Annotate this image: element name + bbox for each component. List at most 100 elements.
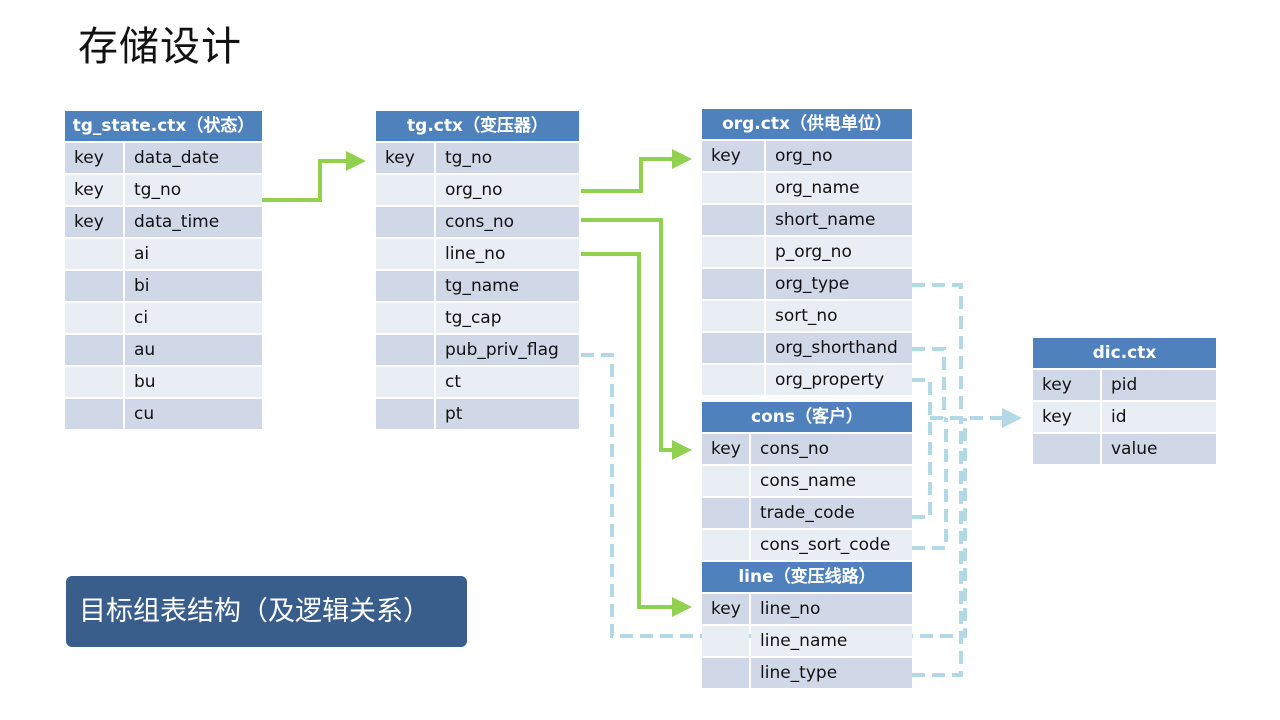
field-cell: tg_name bbox=[436, 271, 579, 301]
key-cell bbox=[702, 173, 764, 203]
key-cell bbox=[65, 335, 123, 365]
key-cell bbox=[376, 207, 434, 237]
table-row: cons_no bbox=[376, 207, 579, 237]
key-cell bbox=[702, 237, 764, 267]
table-row: pub_priv_flag bbox=[376, 335, 579, 365]
link-tg-cons-no-to-cons bbox=[581, 218, 692, 460]
table-row: line_type bbox=[702, 658, 912, 688]
table-header: dic.ctx bbox=[1033, 338, 1216, 368]
link-tg-org-no-to-org bbox=[581, 149, 692, 193]
key-cell: key bbox=[376, 143, 434, 173]
key-cell bbox=[702, 205, 764, 235]
field-cell: tg_no bbox=[125, 175, 262, 205]
link-tg-line-no-to-line bbox=[581, 252, 692, 617]
field-cell: cons_no bbox=[751, 434, 912, 464]
key-cell: key bbox=[1033, 402, 1100, 432]
key-cell bbox=[376, 303, 434, 333]
key-cell bbox=[65, 271, 123, 301]
field-cell: data_date bbox=[125, 143, 262, 173]
field-cell: org_no bbox=[436, 175, 579, 205]
field-cell: pt bbox=[436, 399, 579, 429]
key-cell bbox=[702, 333, 764, 363]
field-cell: id bbox=[1102, 402, 1216, 432]
key-cell bbox=[702, 658, 749, 688]
table-row: au bbox=[65, 335, 262, 365]
key-cell bbox=[1033, 434, 1100, 464]
table-row: bi bbox=[65, 271, 262, 301]
table-row: org_no bbox=[376, 175, 579, 205]
table-header: org.ctx（供电单位） bbox=[702, 109, 912, 139]
table-row: pt bbox=[376, 399, 579, 429]
field-cell: org_shorthand bbox=[766, 333, 912, 363]
key-cell bbox=[702, 301, 764, 331]
table-row: ci bbox=[65, 303, 262, 333]
table-row: cu bbox=[65, 399, 262, 429]
key-cell: key bbox=[1033, 370, 1100, 400]
link-org-shorthand-to-dic bbox=[912, 347, 946, 418]
key-cell: key bbox=[65, 143, 123, 173]
key-cell bbox=[702, 498, 749, 528]
field-cell: tg_cap bbox=[436, 303, 579, 333]
key-cell bbox=[376, 335, 434, 365]
key-cell bbox=[376, 239, 434, 269]
key-cell: key bbox=[702, 594, 749, 624]
field-cell: cons_sort_code bbox=[751, 530, 912, 560]
page-title: 存储设计 bbox=[78, 24, 242, 70]
field-cell: bi bbox=[125, 271, 262, 301]
field-cell: cons_no bbox=[436, 207, 579, 237]
field-cell: ai bbox=[125, 239, 262, 269]
key-cell bbox=[702, 365, 764, 395]
table-row: value bbox=[1033, 434, 1216, 464]
table-row: org_name bbox=[702, 173, 912, 203]
key-cell bbox=[65, 303, 123, 333]
field-cell: au bbox=[125, 335, 262, 365]
table-row: bu bbox=[65, 367, 262, 397]
table-row: line_name bbox=[702, 626, 912, 656]
table-row: tg_name bbox=[376, 271, 579, 301]
field-cell: org_name bbox=[766, 173, 912, 203]
key-cell bbox=[702, 626, 749, 656]
table-header: tg.ctx（变压器） bbox=[376, 111, 579, 141]
table-header: line（变压线路） bbox=[702, 562, 912, 592]
field-cell: bu bbox=[125, 367, 262, 397]
key-cell bbox=[376, 399, 434, 429]
field-cell: line_type bbox=[751, 658, 912, 688]
key-cell bbox=[702, 530, 749, 560]
table-row: ct bbox=[376, 367, 579, 397]
field-cell: org_type bbox=[766, 269, 912, 299]
key-cell bbox=[702, 466, 749, 496]
table-row: trade_code bbox=[702, 498, 912, 528]
table-header: tg_state.ctx（状态） bbox=[65, 111, 262, 141]
table-header: cons（客户） bbox=[702, 402, 912, 432]
field-cell: org_property bbox=[766, 365, 912, 395]
field-cell: cons_name bbox=[751, 466, 912, 496]
key-cell: key bbox=[65, 207, 123, 237]
key-cell bbox=[702, 269, 764, 299]
field-cell: short_name bbox=[766, 205, 912, 235]
field-cell: value bbox=[1102, 434, 1216, 464]
table-row: cons_name bbox=[702, 466, 912, 496]
table-row: line_no bbox=[376, 239, 579, 269]
table-row: cons_sort_code bbox=[702, 530, 912, 560]
field-cell: ct bbox=[436, 367, 579, 397]
callout-box: 目标组表结构（及逻辑关系） bbox=[66, 576, 467, 647]
field-cell: ci bbox=[125, 303, 262, 333]
key-cell bbox=[376, 175, 434, 205]
field-cell: cu bbox=[125, 399, 262, 429]
field-cell: p_org_no bbox=[766, 237, 912, 267]
key-cell bbox=[376, 271, 434, 301]
field-cell: sort_no bbox=[766, 301, 912, 331]
field-cell: line_no bbox=[436, 239, 579, 269]
table-row: ai bbox=[65, 239, 262, 269]
field-cell: line_name bbox=[751, 626, 912, 656]
table-row: short_name bbox=[702, 205, 912, 235]
